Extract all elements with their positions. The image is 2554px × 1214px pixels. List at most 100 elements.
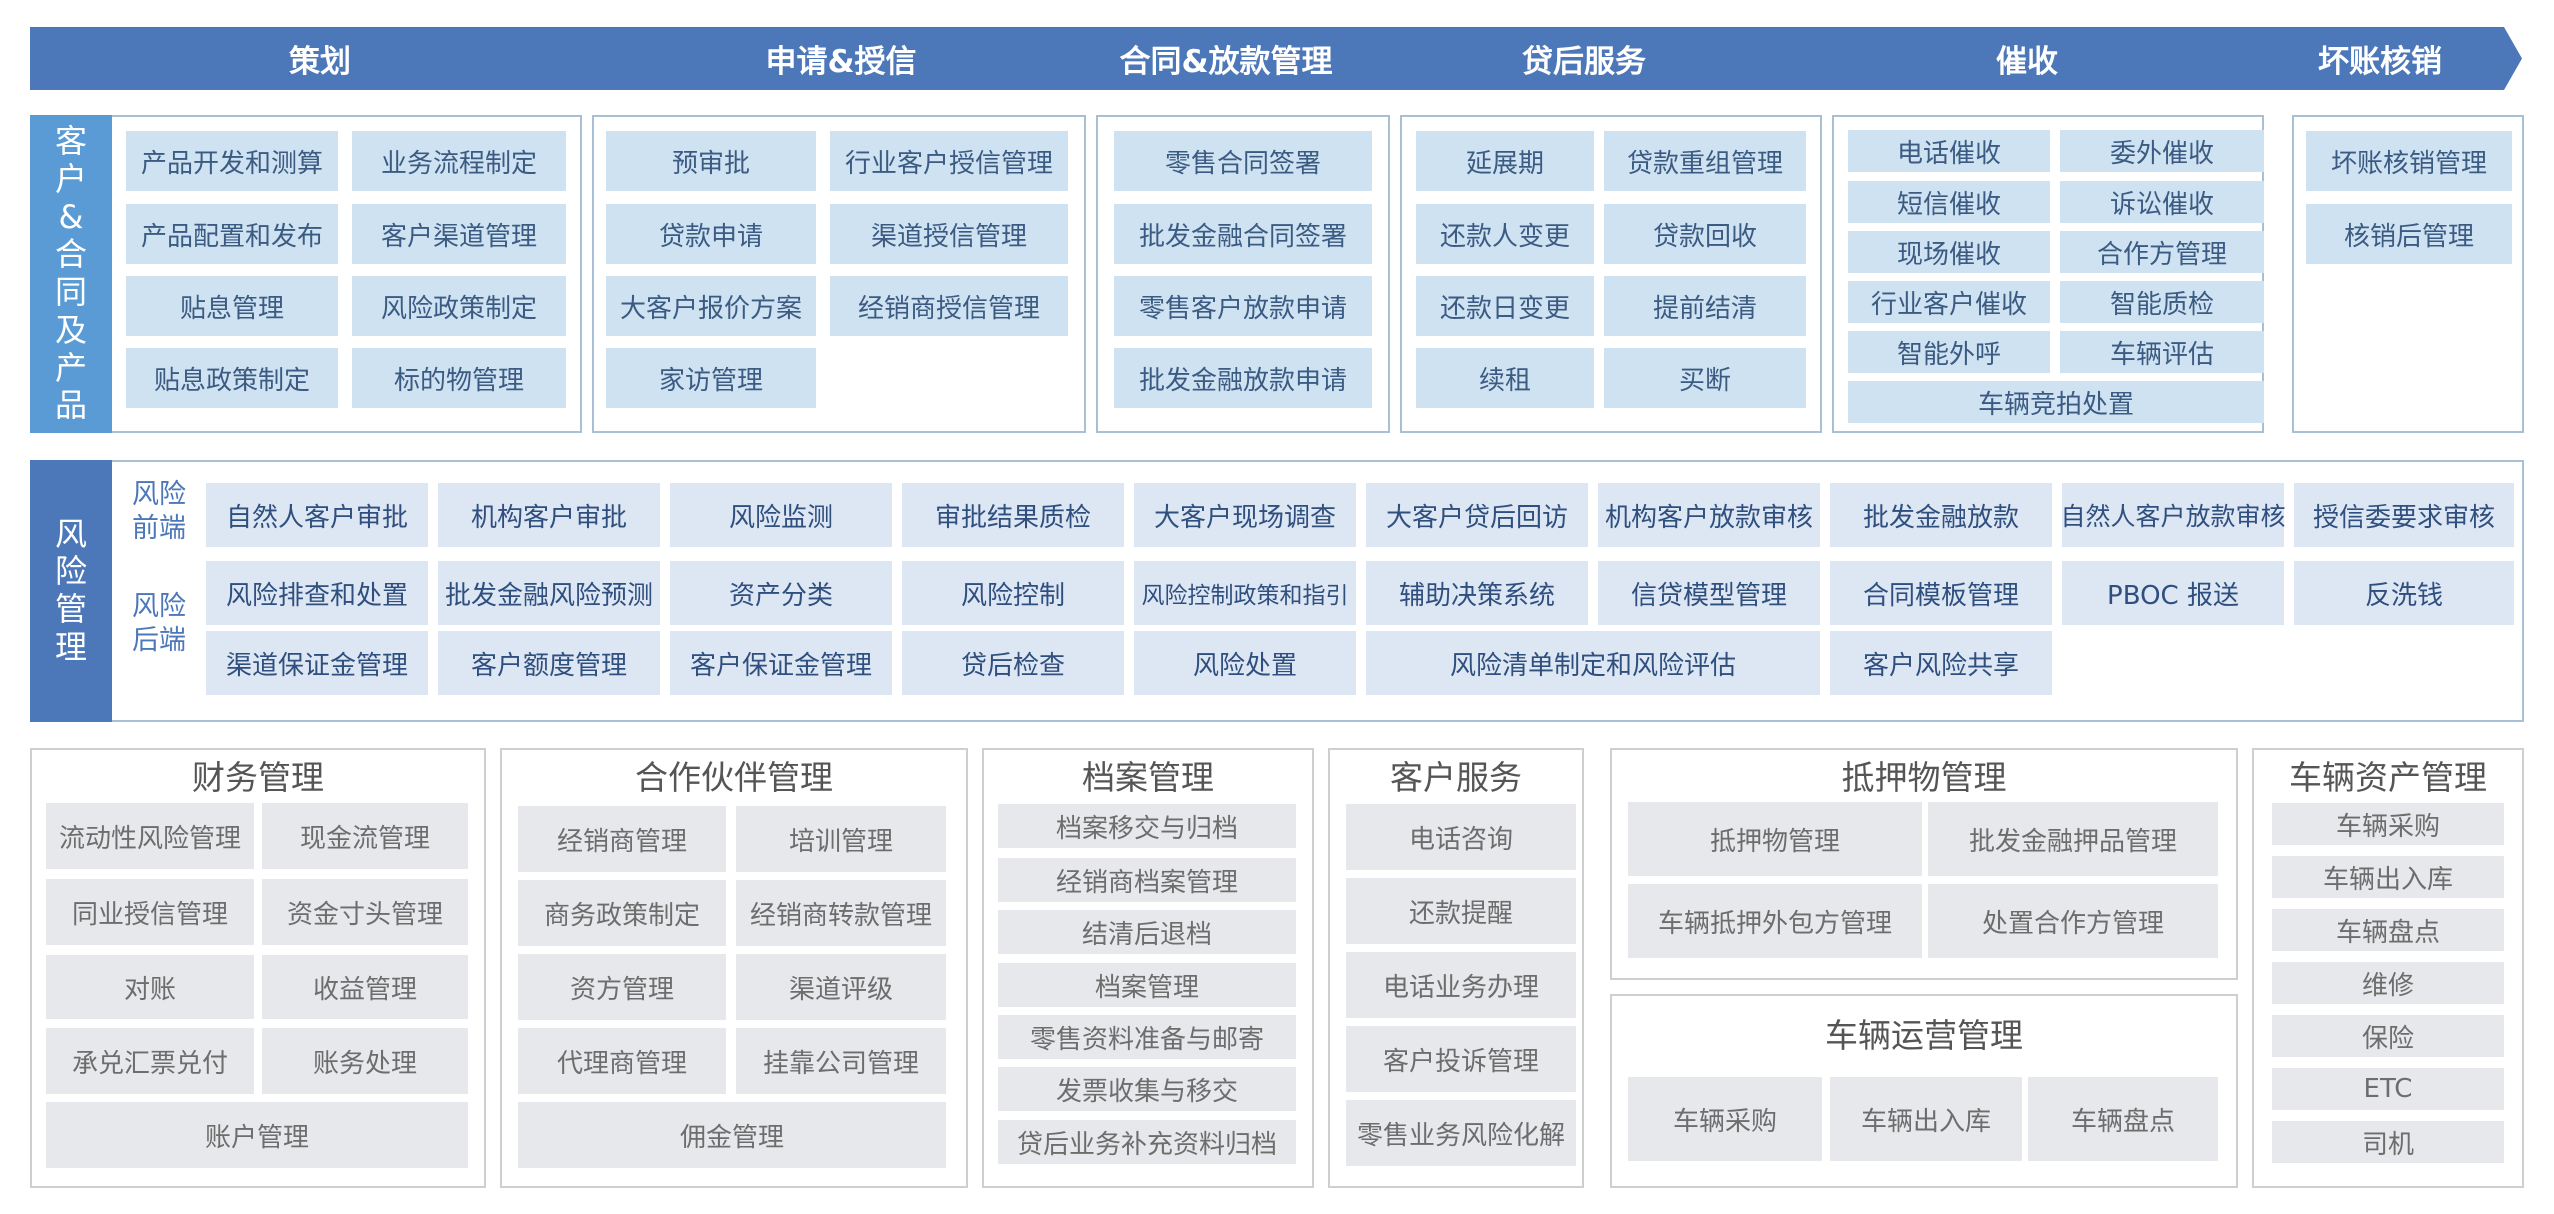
finance-item[interactable]: 承兑汇票兑付 (46, 1028, 254, 1094)
planning-item[interactable]: 贴息政策制定 (126, 348, 338, 408)
write-off-item[interactable]: 坏账核销管理 (2306, 131, 2512, 191)
finance-item[interactable]: 现金流管理 (262, 803, 468, 869)
risk-back-item[interactable]: 风险处置 (1134, 631, 1356, 695)
archive-item[interactable]: 经销商档案管理 (998, 858, 1296, 902)
archive-item[interactable]: 发票收集与移交 (998, 1067, 1296, 1111)
risk-front-item[interactable]: 授信委要求审核 (2294, 483, 2514, 547)
asset-item[interactable]: 车辆盘点 (2272, 909, 2504, 951)
risk-back-item[interactable]: 辅助决策系统 (1366, 561, 1588, 625)
partner-item[interactable]: 佣金管理 (518, 1102, 946, 1168)
collection-item[interactable]: 电话催收 (1848, 130, 2050, 172)
risk-front-item[interactable]: 风险监测 (670, 483, 892, 547)
post-loan-item[interactable]: 提前结清 (1604, 276, 1806, 336)
post-loan-item[interactable]: 续租 (1416, 348, 1594, 408)
finance-item[interactable]: 收益管理 (262, 955, 468, 1019)
collection-item[interactable]: 车辆竞拍处置 (1848, 381, 2264, 423)
collateral-item[interactable]: 车辆抵押外包方管理 (1628, 884, 1922, 958)
partner-item[interactable]: 商务政策制定 (518, 880, 726, 946)
risk-front-item[interactable]: 大客户贷后回访 (1366, 483, 1588, 547)
archive-item[interactable]: 档案移交与归档 (998, 804, 1296, 848)
partner-item[interactable]: 培训管理 (736, 806, 946, 872)
asset-item[interactable]: ETC (2272, 1068, 2504, 1110)
archive-item[interactable]: 结清后退档 (998, 910, 1296, 954)
asset-item[interactable]: 车辆采购 (2272, 803, 2504, 845)
asset-item[interactable]: 维修 (2272, 962, 2504, 1004)
partner-item[interactable]: 经销商管理 (518, 806, 726, 872)
finance-item[interactable]: 账户管理 (46, 1102, 468, 1168)
service-item[interactable]: 零售业务风险化解 (1346, 1100, 1576, 1166)
collateral-item[interactable]: 批发金融押品管理 (1928, 802, 2218, 876)
risk-back-item[interactable]: 合同模板管理 (1830, 561, 2052, 625)
application-item[interactable]: 行业客户授信管理 (830, 131, 1068, 191)
collateral-item[interactable]: 抵押物管理 (1628, 802, 1922, 876)
service-item[interactable]: 电话业务办理 (1346, 952, 1576, 1018)
risk-back-item[interactable]: 贷后检查 (902, 631, 1124, 695)
finance-item[interactable]: 同业授信管理 (46, 879, 254, 945)
collection-item[interactable]: 短信催收 (1848, 181, 2050, 223)
application-item[interactable]: 大客户报价方案 (606, 276, 816, 336)
risk-front-item[interactable]: 大客户现场调查 (1134, 483, 1356, 547)
collection-item[interactable]: 委外催收 (2060, 130, 2264, 172)
finance-item[interactable]: 账务处理 (262, 1028, 468, 1094)
post-loan-item[interactable]: 延展期 (1416, 131, 1594, 191)
risk-front-item[interactable]: 自然人客户放款审核 (2061, 483, 2286, 547)
risk-front-item[interactable]: 机构客户放款审核 (1598, 483, 1820, 547)
partner-item[interactable]: 挂靠公司管理 (736, 1028, 946, 1094)
contract-item[interactable]: 零售合同签署 (1114, 131, 1372, 191)
risk-front-item[interactable]: 批发金融放款 (1830, 483, 2052, 547)
post-loan-item[interactable]: 贷款重组管理 (1604, 131, 1806, 191)
application-item[interactable]: 渠道授信管理 (830, 204, 1068, 264)
risk-front-item[interactable]: 机构客户审批 (438, 483, 660, 547)
planning-item[interactable]: 风险政策制定 (352, 276, 566, 336)
risk-back-item[interactable]: 客户保证金管理 (670, 631, 892, 695)
planning-item[interactable]: 产品开发和测算 (126, 131, 338, 191)
application-item[interactable]: 预审批 (606, 131, 816, 191)
risk-back-item[interactable]: 渠道保证金管理 (206, 631, 428, 695)
collection-item[interactable]: 行业客户催收 (1848, 281, 2050, 323)
archive-item[interactable]: 贷后业务补充资料归档 (998, 1120, 1296, 1164)
risk-back-item[interactable]: 资产分类 (670, 561, 892, 625)
partner-item[interactable]: 渠道评级 (736, 954, 946, 1020)
contract-item[interactable]: 批发金融放款申请 (1114, 348, 1372, 408)
risk-front-item[interactable]: 自然人客户审批 (206, 483, 428, 547)
risk-back-item[interactable]: 风险控制 (902, 561, 1124, 625)
risk-back-item[interactable]: 批发金融风险预测 (438, 561, 660, 625)
post-loan-item[interactable]: 还款人变更 (1416, 204, 1594, 264)
finance-item[interactable]: 流动性风险管理 (46, 803, 254, 869)
collection-item[interactable]: 合作方管理 (2060, 231, 2264, 273)
planning-item[interactable]: 业务流程制定 (352, 131, 566, 191)
service-item[interactable]: 电话咨询 (1346, 804, 1576, 870)
planning-item[interactable]: 客户渠道管理 (352, 204, 566, 264)
planning-item[interactable]: 产品配置和发布 (126, 204, 338, 264)
asset-item[interactable]: 保险 (2272, 1015, 2504, 1057)
asset-item[interactable]: 车辆出入库 (2272, 856, 2504, 898)
post-loan-item[interactable]: 还款日变更 (1416, 276, 1594, 336)
operation-item[interactable]: 车辆盘点 (2028, 1077, 2218, 1161)
partner-item[interactable]: 代理商管理 (518, 1028, 726, 1094)
risk-back-item[interactable]: 风险控制政策和指引 (1134, 561, 1356, 625)
risk-back-item[interactable]: 反洗钱 (2294, 561, 2514, 625)
post-loan-item[interactable]: 买断 (1604, 348, 1806, 408)
service-item[interactable]: 客户投诉管理 (1346, 1026, 1576, 1092)
risk-back-item[interactable]: PBOC 报送 (2062, 561, 2284, 625)
collateral-item[interactable]: 处置合作方管理 (1928, 884, 2218, 958)
service-item[interactable]: 还款提醒 (1346, 878, 1576, 944)
planning-item[interactable]: 贴息管理 (126, 276, 338, 336)
risk-back-item[interactable]: 客户风险共享 (1830, 631, 2052, 695)
collection-item[interactable]: 现场催收 (1848, 231, 2050, 273)
archive-item[interactable]: 零售资料准备与邮寄 (998, 1015, 1296, 1059)
risk-back-item[interactable]: 客户额度管理 (438, 631, 660, 695)
risk-back-item[interactable]: 信贷模型管理 (1598, 561, 1820, 625)
partner-item[interactable]: 经销商转款管理 (736, 880, 946, 946)
operation-item[interactable]: 车辆采购 (1628, 1077, 1822, 1161)
contract-item[interactable]: 批发金融合同签署 (1114, 204, 1372, 264)
archive-item[interactable]: 档案管理 (998, 963, 1296, 1007)
operation-item[interactable]: 车辆出入库 (1830, 1077, 2022, 1161)
collection-item[interactable]: 智能质检 (2060, 281, 2264, 323)
finance-item[interactable]: 资金寸头管理 (262, 879, 468, 945)
application-item[interactable]: 家访管理 (606, 348, 816, 408)
asset-item[interactable]: 司机 (2272, 1121, 2504, 1163)
collection-item[interactable]: 诉讼催收 (2060, 181, 2264, 223)
finance-item[interactable]: 对账 (46, 955, 254, 1019)
contract-item[interactable]: 零售客户放款申请 (1114, 276, 1372, 336)
